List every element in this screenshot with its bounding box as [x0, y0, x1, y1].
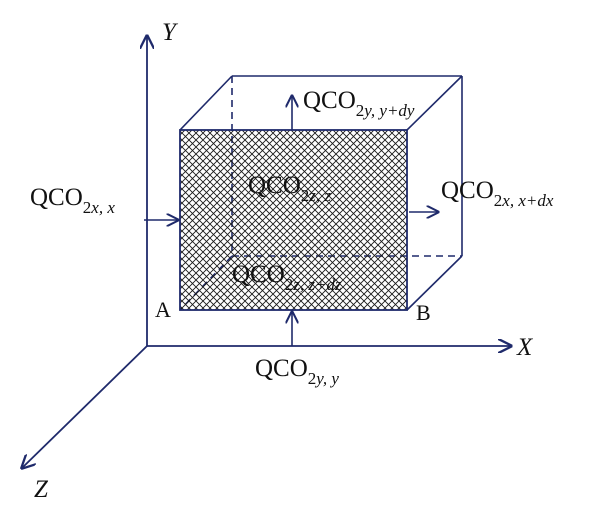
flux-label-x-out: QCO2x, x+dx: [441, 177, 554, 210]
x-axis-label: X: [516, 334, 534, 361]
top-right-edge: [406, 75, 463, 131]
top-left-edge: [179, 75, 233, 131]
flux-label-x-in: QCO2x, x: [30, 184, 115, 217]
corner-b-label: B: [416, 300, 431, 325]
z-axis-line: [22, 345, 148, 468]
bottom-right-edge: [406, 255, 463, 311]
axes: [22, 36, 511, 468]
corner-a-label: A: [155, 297, 171, 322]
y-axis-label: Y: [162, 19, 179, 46]
flux-arrows: [144, 96, 438, 346]
front-face: [179, 129, 408, 311]
flux-label-z-out: QCO2z, z+dz: [232, 261, 342, 294]
cube-visible-edges: [179, 75, 463, 311]
flux-label-y-in: QCO2y, y: [255, 355, 339, 388]
flux-label-y-out: QCO2y, y+dy: [303, 87, 415, 120]
flux-label-z-in: QCO2z, z: [248, 172, 331, 205]
z-axis-label: Z: [34, 476, 49, 503]
